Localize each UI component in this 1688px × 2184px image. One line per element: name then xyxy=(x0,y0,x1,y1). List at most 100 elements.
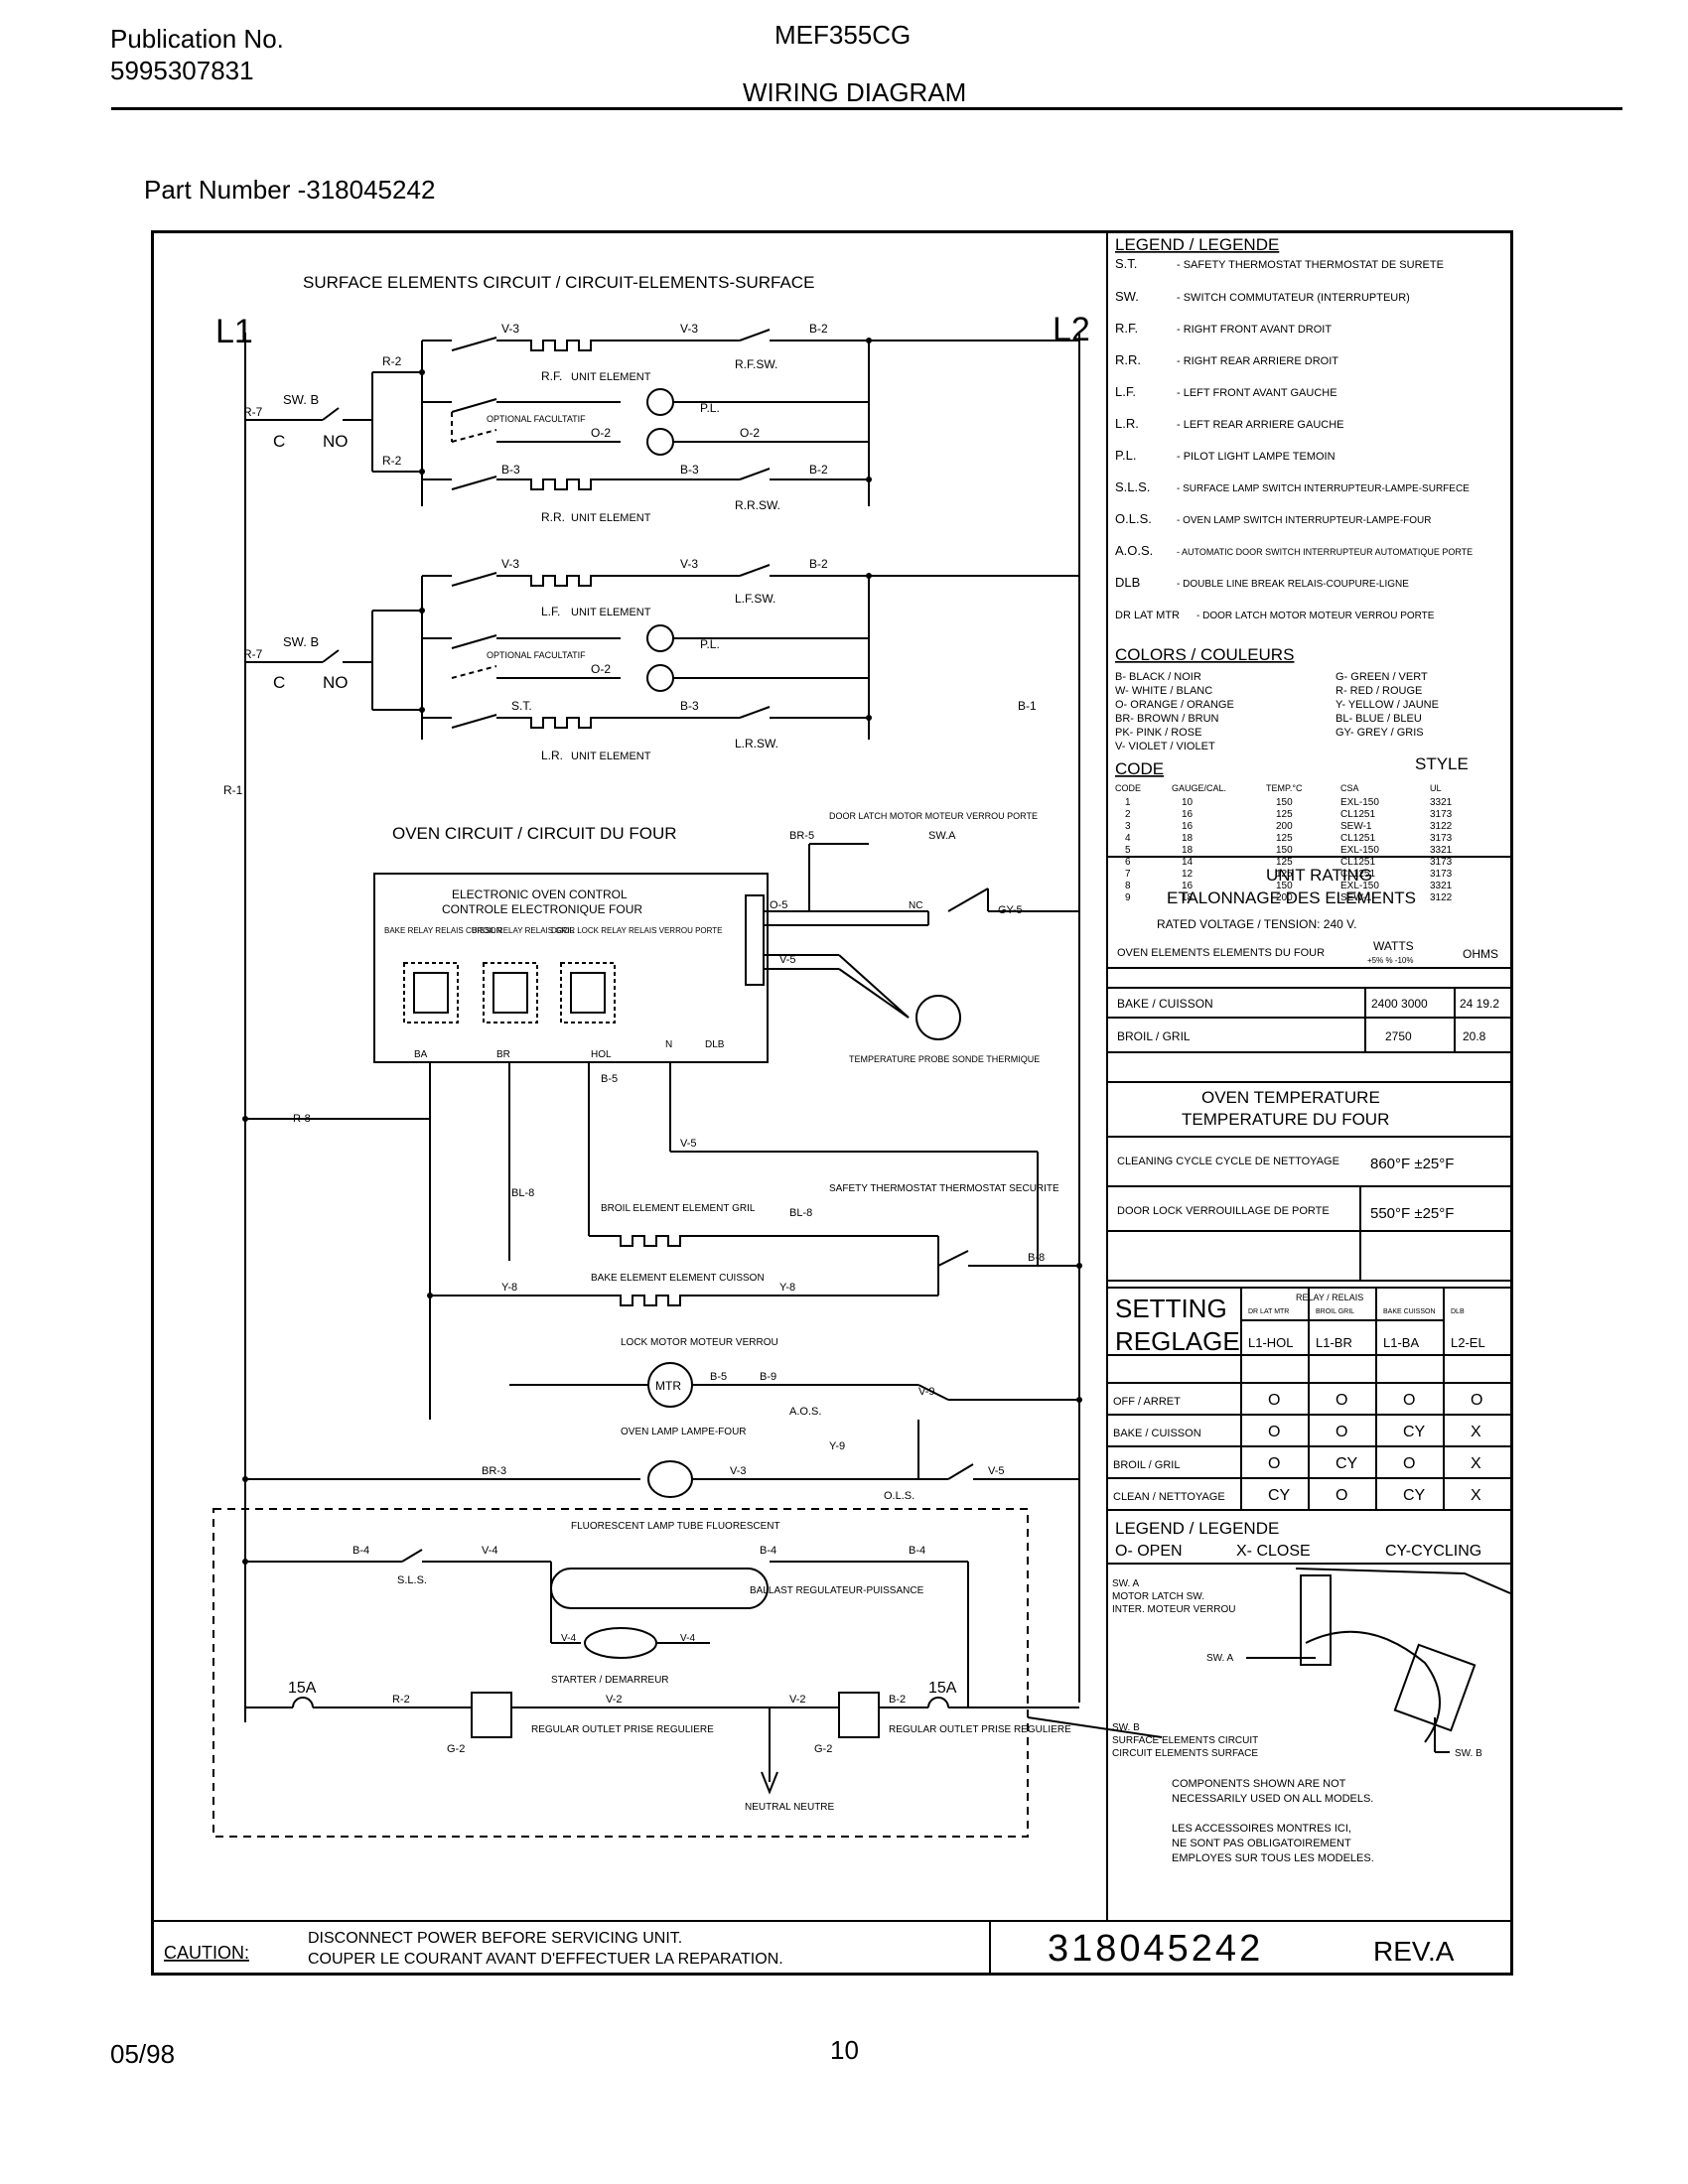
wire-v2-b: V-2 xyxy=(789,1694,806,1706)
surface-lamp-switch-label: S.L.S. xyxy=(397,1574,427,1586)
door-latch-motor-label: DOOR LATCH MOTOR MOTEUR VERROU PORTE xyxy=(829,811,1038,821)
lf-switch-label: L.F.SW. xyxy=(735,592,775,606)
terminal-br: BR xyxy=(496,1049,510,1060)
code-table-cell: CL1251 xyxy=(1340,857,1375,868)
code-table-cell: CL1251 xyxy=(1340,809,1375,820)
wire-v3-e: V-3 xyxy=(730,1465,747,1477)
wire-r8: R-8 xyxy=(293,1113,311,1125)
wire-b4-b: B-4 xyxy=(760,1545,776,1557)
switch-no-label: NO xyxy=(323,432,349,451)
setting-terminal: L1-BR xyxy=(1316,1335,1352,1350)
switch-b-detail-2: SURFACE ELEMENTS CIRCUIT xyxy=(1112,1735,1258,1746)
switch-c-label-2: C xyxy=(273,673,285,692)
code-table-cell: 3173 xyxy=(1430,833,1453,844)
code-table-cell: 5 xyxy=(1125,845,1131,856)
wire-y8-b: Y-8 xyxy=(779,1282,795,1294)
setting-cell: O xyxy=(1268,1455,1280,1472)
wire-y9: Y-9 xyxy=(829,1440,845,1452)
wire-o2-b: O-2 xyxy=(740,426,760,440)
setting-col-header: DR LAT MTR xyxy=(1248,1308,1289,1315)
rr-switch-label: R.R.SW. xyxy=(735,498,780,512)
code-table-cell: 12 xyxy=(1182,869,1194,880)
setting-legend-close: X- CLOSE xyxy=(1236,1543,1311,1560)
setting-terminal: L2-EL xyxy=(1451,1335,1485,1350)
wire-r1: R-1 xyxy=(223,783,243,797)
color-left-5: V- VIOLET / VIOLET xyxy=(1115,741,1215,752)
setting-cell: O xyxy=(1403,1392,1415,1409)
code-table-cell: 150 xyxy=(1276,845,1293,856)
wire-b5-b: B-5 xyxy=(710,1371,727,1383)
caution-line-2: COUPER LE COURANT AVANT D'EFFECTUER LA R… xyxy=(308,1951,783,1968)
caution-line-1: DISCONNECT POWER BEFORE SERVICING UNIT. xyxy=(308,1930,682,1947)
legend-text-dlb: - DOUBLE LINE BREAK RELAIS-COUPURE-LIGNE xyxy=(1177,579,1409,590)
code-table-cell: 3173 xyxy=(1430,869,1453,880)
legend-text-sls: - SURFACE LAMP SWITCH INTERRUPTEUR-LAMPE… xyxy=(1177,483,1470,494)
temperature-probe-label: TEMPERATURE PROBE SONDE THERMIQUE xyxy=(849,1054,1040,1064)
switch-a-detail-2: MOTOR LATCH SW. xyxy=(1112,1591,1204,1602)
wire-b2-d: B-2 xyxy=(889,1694,906,1706)
color-left-0: B- BLACK / NOIR xyxy=(1115,671,1201,683)
document-number: 318045242 xyxy=(1048,1928,1263,1970)
wire-b4-a: B-4 xyxy=(352,1545,369,1557)
legend-text-drlatmtr: - DOOR LATCH MOTOR MOTEUR VERROU PORTE xyxy=(1196,611,1435,621)
oven-lamp-label: OVEN LAMP LAMPE-FOUR xyxy=(621,1427,747,1437)
unit-rating-title-2: ETALONNAGE DES ELEMENTS xyxy=(1167,888,1416,907)
code-table-header: CODE xyxy=(1115,783,1141,793)
setting-terminal: L1-BA xyxy=(1383,1335,1419,1350)
wire-v2-a: V-2 xyxy=(606,1694,623,1706)
code-table-cell: SEW-1 xyxy=(1340,821,1372,832)
rr-label: R.R. xyxy=(541,510,565,524)
line1-label: L1 xyxy=(215,313,253,350)
part-number: Part Number -318045242 xyxy=(144,175,436,205)
code-table-header: GAUGE/CAL. xyxy=(1172,783,1226,793)
lf-unit-element: UNIT ELEMENT xyxy=(571,607,651,618)
rf-label: R.F. xyxy=(541,369,562,383)
wire-o2-c: O-2 xyxy=(591,662,611,676)
setting-row-label: BROIL / GRIL xyxy=(1113,1459,1180,1471)
electronic-control-label-1: ELECTRONIC OVEN CONTROL xyxy=(452,887,628,901)
lr-switch-label: L.R.SW. xyxy=(735,737,778,751)
lr-unit-element: UNIT ELEMENT xyxy=(571,751,651,762)
door-switch-label: A.O.S. xyxy=(789,1406,821,1418)
publication-label: Publication No. xyxy=(110,24,284,54)
wire-b8: B-8 xyxy=(1028,1252,1045,1264)
switch-b-label-2: SW. B xyxy=(283,634,319,649)
legend-code-st: S.T. xyxy=(1115,256,1137,271)
oven-temp-door-value: 550°F ±25°F xyxy=(1370,1205,1454,1222)
code-table-cell: 200 xyxy=(1276,821,1293,832)
code-table-cell: 3321 xyxy=(1430,845,1453,856)
wire-v3-b: V-3 xyxy=(680,322,698,336)
footer-date: 05/98 xyxy=(110,2039,176,2069)
relay-broil-label: BROIL RELAY RELAIS GRIL xyxy=(472,926,575,935)
publication-number: 5995307831 xyxy=(110,56,254,85)
code-table-cell: 125 xyxy=(1276,869,1293,880)
motor-mtr: MTR xyxy=(655,1379,681,1393)
wire-r7-2: R-7 xyxy=(243,647,263,661)
wire-v4-c: V-4 xyxy=(680,1633,695,1644)
wire-v4-a: V-4 xyxy=(482,1545,498,1557)
setting-cell: X xyxy=(1471,1424,1481,1440)
unit-row-broil: BROIL / GRIL xyxy=(1117,1029,1191,1043)
fuse-left: 15A xyxy=(288,1680,317,1697)
setting-legend-title: LEGEND / LEGENDE xyxy=(1115,1519,1279,1538)
code-table-cell: 7 xyxy=(1125,869,1131,880)
code-table-cell: 14 xyxy=(1182,857,1194,868)
switch-b-detail-1: SW. B xyxy=(1112,1722,1140,1733)
setting-col-header: BAKE CUISSON xyxy=(1383,1308,1436,1315)
legend-code-lr: L.R. xyxy=(1115,416,1139,431)
setting-legend-cycling: CY-CYCLING xyxy=(1385,1543,1481,1560)
code-table-cell: 18 xyxy=(1182,833,1194,844)
setting-row-label: CLEAN / NETTOYAGE xyxy=(1113,1491,1225,1503)
neutral-label: NEUTRAL NEUTRE xyxy=(745,1802,835,1813)
code-table-cell: 125 xyxy=(1276,833,1293,844)
legend-text-st: - SAFETY THERMOSTAT THERMOSTAT DE SURETE xyxy=(1177,259,1444,271)
code-table-cell: CL1251 xyxy=(1340,833,1375,844)
wire-r2-a: R-2 xyxy=(382,354,402,368)
colors-title: COLORS / COULEURS xyxy=(1115,645,1294,664)
code-table-cell: 150 xyxy=(1276,797,1293,808)
code-table-cell: 18 xyxy=(1182,845,1194,856)
code-table-cell: 8 xyxy=(1125,881,1131,891)
setting-terminal: L1-HOL xyxy=(1248,1335,1294,1350)
legend-code-rr: R.R. xyxy=(1115,352,1141,367)
